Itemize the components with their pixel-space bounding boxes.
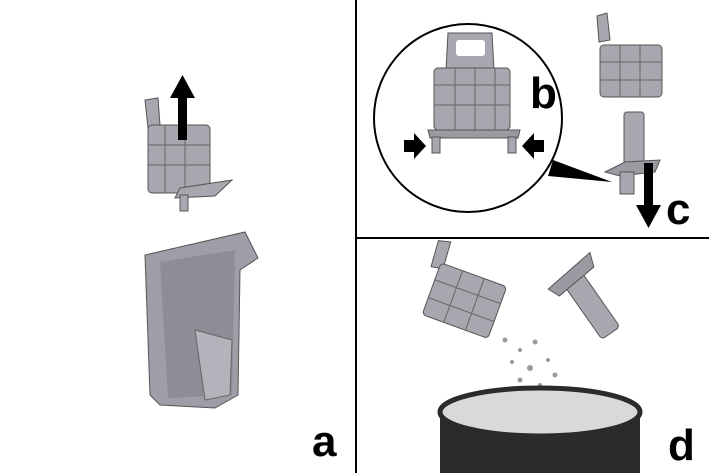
panel-label-b: b — [530, 69, 557, 118]
magnifier-circle-b — [373, 23, 612, 213]
down-arrow-icon — [636, 163, 661, 228]
squeeze-arrow-right-icon — [522, 133, 544, 159]
filter-basket-c — [596, 12, 663, 98]
spindle-part-d — [547, 251, 619, 339]
squeeze-arrow-left-icon — [404, 133, 426, 159]
panel-label-d: d — [668, 421, 695, 470]
panel-label-c: c — [666, 185, 691, 234]
panel-label-a: a — [312, 417, 337, 466]
container-housing-a — [144, 231, 259, 409]
filter-basket-d — [422, 240, 507, 338]
filter-basket-a — [144, 97, 234, 212]
up-arrow-icon — [170, 75, 195, 140]
waste-bin — [437, 385, 643, 473]
